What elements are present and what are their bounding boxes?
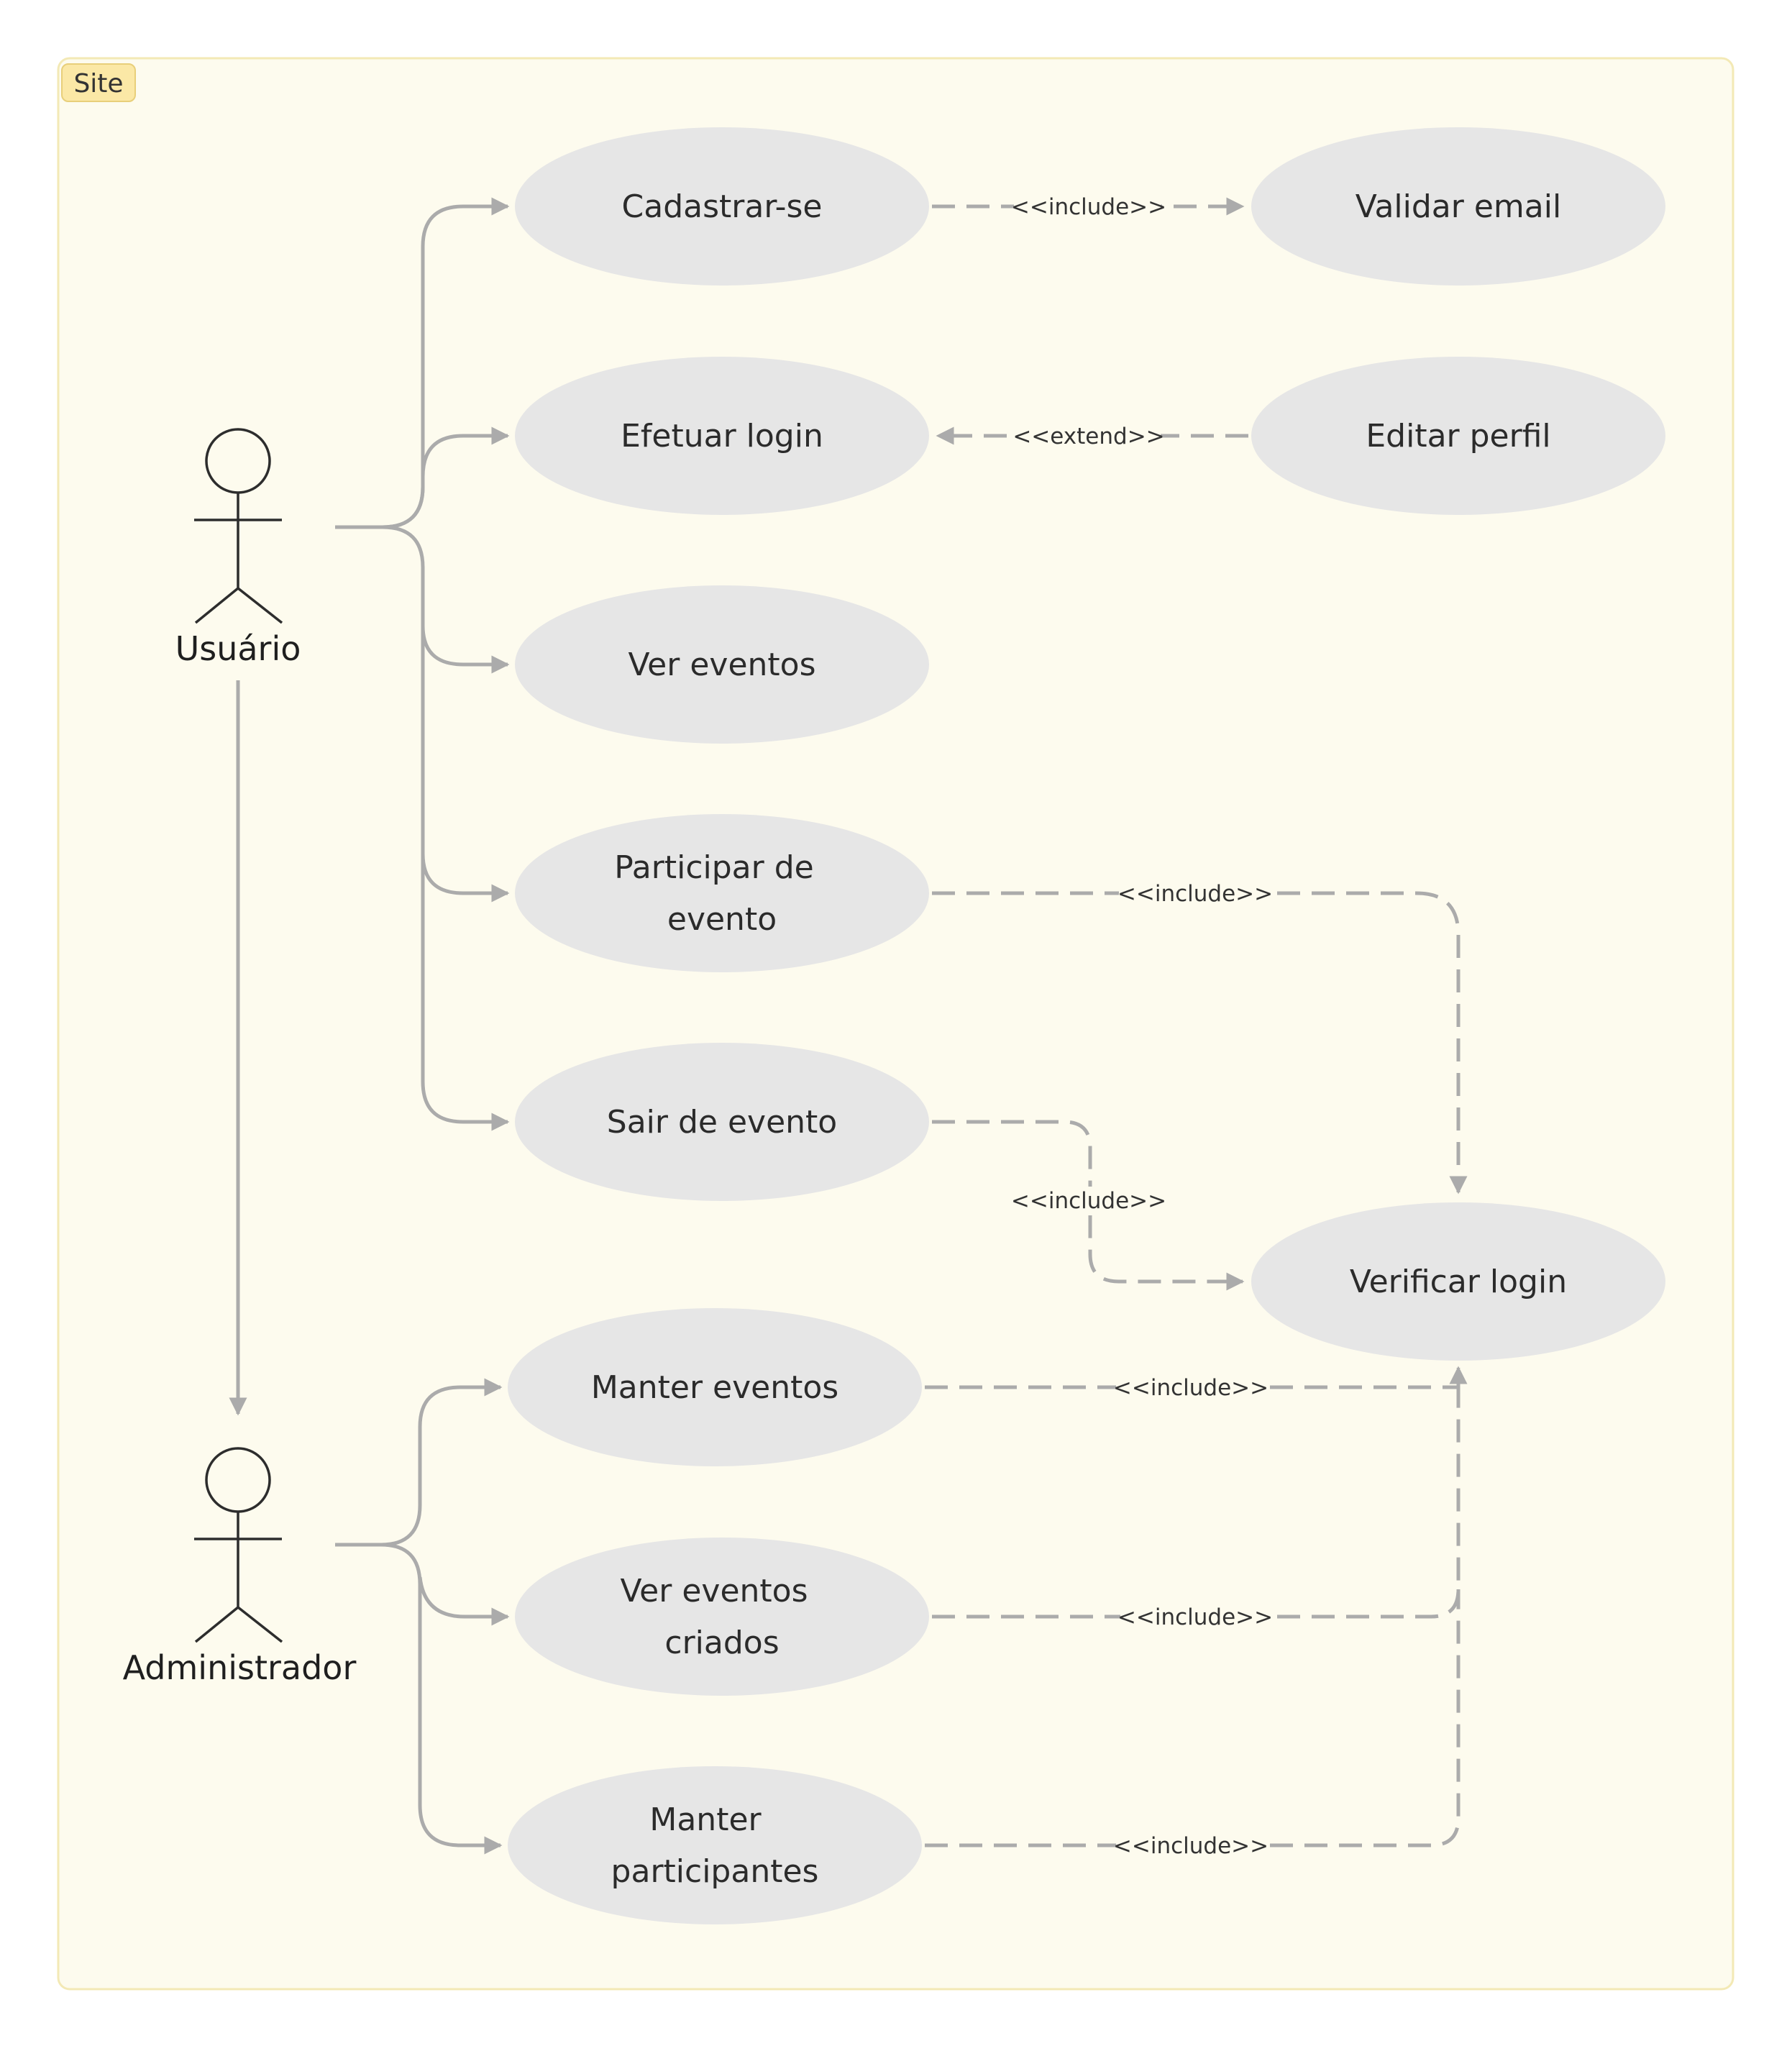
use-case-label-line-2: criados [664, 1625, 779, 1661]
use-case-validar-email[interactable]: Validar email [1251, 127, 1665, 286]
use-case-label: Editar perfil [1366, 418, 1550, 454]
relation-labels: <<include>> <<extend>> <<include>> <<inc… [1011, 193, 1273, 1860]
use-case-label-line-2: evento [667, 901, 777, 938]
actor-usuario-label: Usuário [175, 629, 301, 668]
use-case-editar-perfil[interactable]: Editar perfil [1251, 357, 1665, 515]
use-case-label: Verificar login [1350, 1264, 1567, 1300]
assoc-manter-eventos [335, 1378, 503, 1547]
svg-text:Verificar login: Verificar login [1350, 1264, 1567, 1300]
usuario-associations [335, 197, 510, 1131]
assoc-ver-criados [380, 1543, 510, 1626]
use-case-label-line-1: Manter [649, 1801, 762, 1838]
assoc-sair [421, 854, 510, 1131]
use-case-manter-eventos[interactable]: Manter eventos [508, 1308, 922, 1466]
svg-text:Manter eventos: Manter eventos [591, 1369, 838, 1406]
use-case-label: Validar email [1356, 188, 1561, 225]
svg-text:Cadastrar-se: Cadastrar-se [622, 188, 823, 225]
boundary-badge: Site [61, 63, 136, 102]
use-case-ver-eventos-criados[interactable]: Ver eventos criados [515, 1538, 929, 1696]
use-case-label: Sair de evento [607, 1104, 837, 1141]
use-case-cadastrar-se[interactable]: Cadastrar-se [515, 127, 929, 286]
assoc-manter-participantes [418, 1584, 503, 1855]
actor-administrador[interactable]: Administrador [123, 1447, 357, 1687]
actor-administrador-label: Administrador [123, 1648, 357, 1687]
label-include-cadastrar: <<include>> [1011, 194, 1166, 220]
use-case-verificar-login[interactable]: Verificar login [1251, 1202, 1665, 1361]
label-include-participar: <<include>> [1117, 881, 1273, 907]
include-ver-criados-verificar [932, 1387, 1460, 1619]
administrador-associations [335, 1378, 510, 1855]
assoc-efetuar-login [382, 426, 510, 529]
use-case-label-line-1: Participar de [614, 849, 813, 886]
use-case-label: Efetuar login [621, 418, 823, 454]
system-boundary [57, 57, 1734, 1991]
label-include-ver-criados: <<include>> [1117, 1604, 1273, 1630]
svg-text:Efetuar login: Efetuar login [621, 418, 823, 454]
actor-usuario[interactable]: Usuário [175, 428, 301, 668]
svg-text:Ver eventos criados: Ver eventos criados [621, 1573, 818, 1661]
use-case-label-line-2: participantes [611, 1853, 819, 1890]
label-extend-editar: <<extend>> [1012, 424, 1164, 449]
include-manter-participantes-verificar [925, 1589, 1460, 1847]
use-case-participar-de-evento[interactable]: Participar de evento [515, 814, 929, 972]
svg-text:Manter participantes: Manter participantes [611, 1801, 819, 1890]
include-participar-verificar [932, 891, 1468, 1194]
label-include-manter-participantes: <<include>> [1113, 1833, 1268, 1859]
label-include-sair: <<include>> [1011, 1188, 1166, 1214]
use-case-label: Ver eventos [628, 647, 816, 683]
use-case-label-line-1: Ver eventos [621, 1573, 808, 1609]
svg-text:Ver eventos: Ver eventos [628, 647, 816, 683]
svg-text:Participar de evento: Participar de evento [614, 849, 823, 938]
boundary-label: Site [73, 69, 123, 99]
svg-text:Sair de evento: Sair de evento [607, 1104, 837, 1141]
label-include-manter-eventos: <<include>> [1113, 1375, 1268, 1401]
use-case-label: Cadastrar-se [622, 188, 823, 225]
use-case-sair-de-evento[interactable]: Sair de evento [515, 1043, 929, 1201]
use-case-label: Manter eventos [591, 1369, 838, 1406]
use-case-efetuar-login[interactable]: Efetuar login [515, 357, 929, 515]
assoc-ver-eventos [382, 525, 510, 674]
use-case-manter-participantes[interactable]: Manter participantes [508, 1766, 922, 1924]
svg-text:Editar perfil: Editar perfil [1366, 418, 1550, 454]
svg-text:Validar email: Validar email [1356, 188, 1561, 225]
use-case-ver-eventos[interactable]: Ver eventos [515, 585, 929, 744]
